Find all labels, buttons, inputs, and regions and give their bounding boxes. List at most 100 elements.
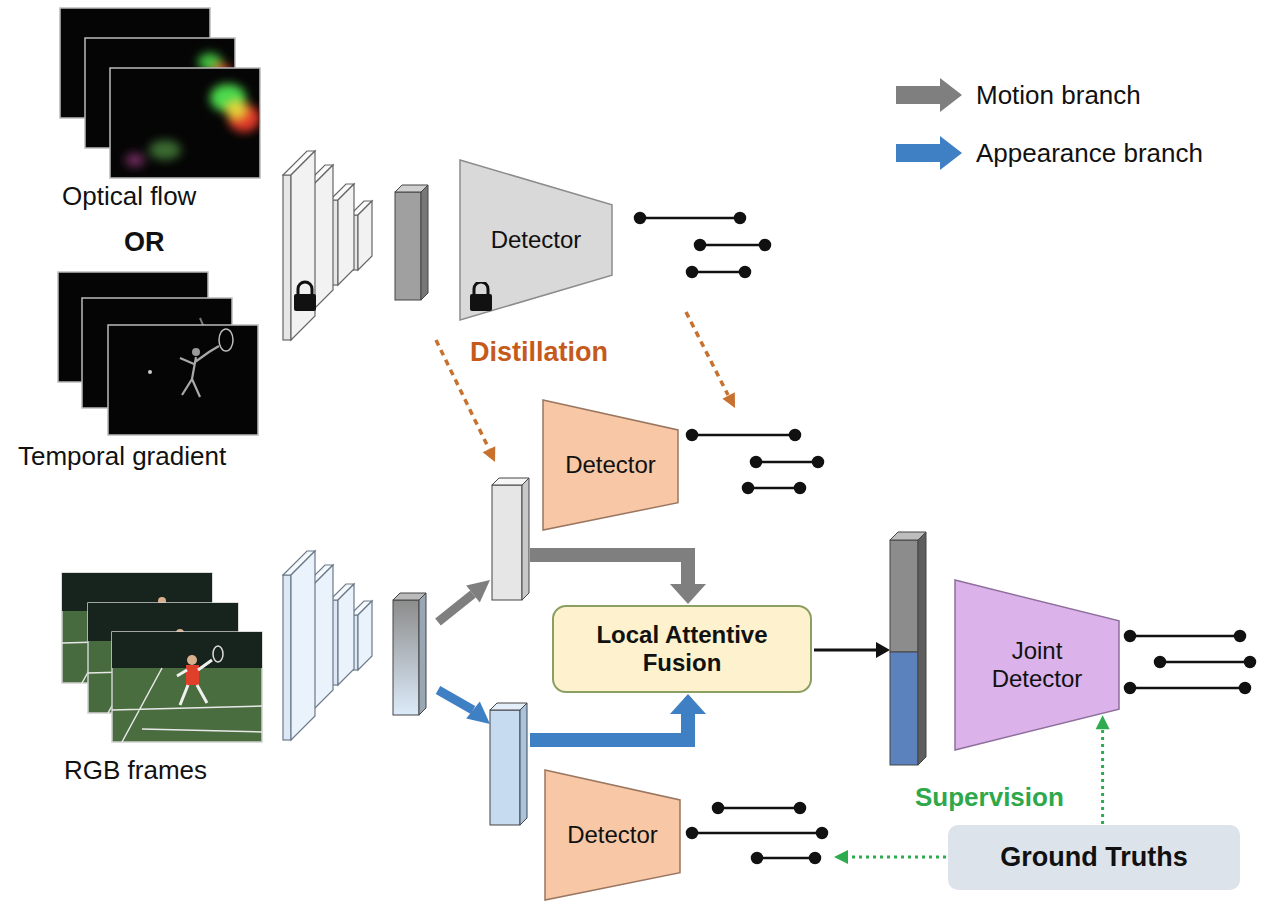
joint-detector-trapezoid: Joint Detector bbox=[955, 580, 1119, 750]
detection-outputs bbox=[810, 853, 820, 863]
detection-outputs bbox=[760, 240, 770, 250]
node-outline bbox=[460, 160, 612, 320]
temporal-gradient-frames bbox=[58, 272, 258, 435]
lock-icon bbox=[468, 282, 494, 312]
motion-arrows bbox=[438, 594, 473, 622]
motion-backbone bbox=[338, 184, 354, 285]
detection-outputs bbox=[692, 832, 822, 835]
detection-outputs bbox=[640, 217, 740, 220]
optical-flow-frames bbox=[125, 84, 260, 167]
node-label: Joint Detector bbox=[977, 637, 1097, 692]
text-label: Temporal gradient bbox=[18, 442, 226, 472]
detection-outputs bbox=[1130, 687, 1245, 690]
detection-outputs bbox=[687, 828, 697, 838]
fusion-arrow bbox=[814, 642, 890, 658]
supervision-arrow bbox=[846, 856, 946, 859]
feature-bars bbox=[421, 185, 428, 300]
feature-bars bbox=[490, 710, 520, 825]
detection-outputs bbox=[713, 803, 723, 813]
rgb-frames bbox=[62, 573, 262, 742]
detection-outputs bbox=[635, 213, 1255, 863]
feature-bars bbox=[395, 192, 421, 300]
detection-outputs bbox=[757, 857, 815, 860]
motion-backbone bbox=[283, 175, 291, 340]
fusion-arrow bbox=[814, 649, 878, 652]
supervision-arrow bbox=[834, 850, 946, 864]
legend-text: Motion branch bbox=[976, 80, 1141, 111]
motion-backbone bbox=[291, 151, 315, 340]
detection-outputs bbox=[790, 430, 800, 440]
feature-bars bbox=[890, 540, 918, 652]
text-label: Optical flow bbox=[62, 182, 196, 212]
rgb-backbone bbox=[283, 575, 291, 740]
feature-bars bbox=[520, 703, 527, 825]
node-label: Detector bbox=[491, 226, 582, 254]
detection-outputs bbox=[1245, 657, 1255, 667]
detector-trapezoid: Detector bbox=[543, 400, 678, 530]
temporal-gradient-frames bbox=[108, 325, 258, 435]
node-label: Ground Truths bbox=[1000, 842, 1187, 873]
detection-outputs bbox=[752, 853, 762, 863]
distillation-arrows bbox=[686, 312, 728, 395]
detection-outputs bbox=[635, 213, 645, 223]
feature-bars bbox=[419, 593, 426, 715]
arrow-head bbox=[1096, 715, 1110, 729]
text-label: Supervision bbox=[915, 783, 1064, 813]
detection-outputs bbox=[1130, 635, 1240, 638]
detection-outputs bbox=[756, 461, 818, 464]
node-outline bbox=[543, 400, 678, 530]
rgb-backbone bbox=[283, 551, 372, 740]
lock-icon bbox=[474, 282, 488, 294]
detection-outputs bbox=[813, 457, 823, 467]
detection-outputs bbox=[1125, 631, 1135, 641]
node-label: Detector bbox=[565, 451, 656, 479]
legend-swatch bbox=[896, 136, 962, 170]
optical-flow-frames bbox=[226, 102, 246, 118]
detection-outputs bbox=[695, 240, 705, 250]
detection-outputs bbox=[1125, 683, 1135, 693]
ground-truth-box: Ground Truths bbox=[948, 825, 1240, 890]
node-outline bbox=[955, 580, 1119, 750]
lock-icon bbox=[470, 294, 492, 311]
rgb-frames bbox=[186, 665, 199, 685]
feature-bars bbox=[918, 532, 926, 765]
detection-outputs bbox=[795, 803, 805, 813]
legend-swatch bbox=[896, 78, 962, 112]
detection-outputs bbox=[817, 828, 827, 838]
connector-line bbox=[1101, 729, 1104, 824]
motion-backbone bbox=[283, 151, 372, 340]
detection-outputs bbox=[735, 213, 745, 223]
rgb-frames bbox=[177, 660, 212, 705]
rgb-backbone bbox=[358, 601, 372, 670]
distillation-arrows bbox=[483, 446, 496, 462]
appearance-arrows bbox=[438, 690, 473, 710]
rgb-frames bbox=[112, 632, 262, 668]
detector-trapezoid: Detector bbox=[460, 160, 612, 320]
detection-outputs bbox=[1240, 683, 1250, 693]
optical-flow-frames bbox=[110, 68, 260, 178]
optical-flow-frames bbox=[149, 140, 181, 160]
motion-backbone bbox=[313, 165, 333, 310]
supervision-connector bbox=[1096, 715, 1110, 824]
temporal-gradient-frames bbox=[148, 370, 152, 374]
node-label: Local Attentive Fusion bbox=[577, 621, 787, 676]
detector-trapezoid: Detector bbox=[545, 770, 680, 900]
text-label: RGB frames bbox=[64, 756, 207, 786]
node-label: Detector bbox=[567, 821, 658, 849]
detection-outputs bbox=[1235, 631, 1245, 641]
fusion-box: Local Attentive Fusion bbox=[552, 605, 812, 693]
detection-outputs bbox=[1160, 661, 1250, 664]
feature-bars bbox=[393, 600, 419, 715]
lock-icon bbox=[294, 294, 316, 311]
fusion-arrow bbox=[876, 642, 890, 658]
legend-row: Appearance branch bbox=[894, 135, 1203, 171]
detection-outputs bbox=[751, 457, 761, 467]
detection-outputs bbox=[795, 483, 805, 493]
detection-outputs bbox=[692, 271, 745, 274]
rgb-frames bbox=[112, 632, 262, 742]
temporal-gradient-frames bbox=[219, 329, 233, 351]
detection-outputs bbox=[740, 267, 750, 277]
motion-backbone bbox=[358, 201, 372, 270]
appearance-arrows bbox=[670, 694, 706, 714]
motion-arrows bbox=[670, 584, 706, 604]
